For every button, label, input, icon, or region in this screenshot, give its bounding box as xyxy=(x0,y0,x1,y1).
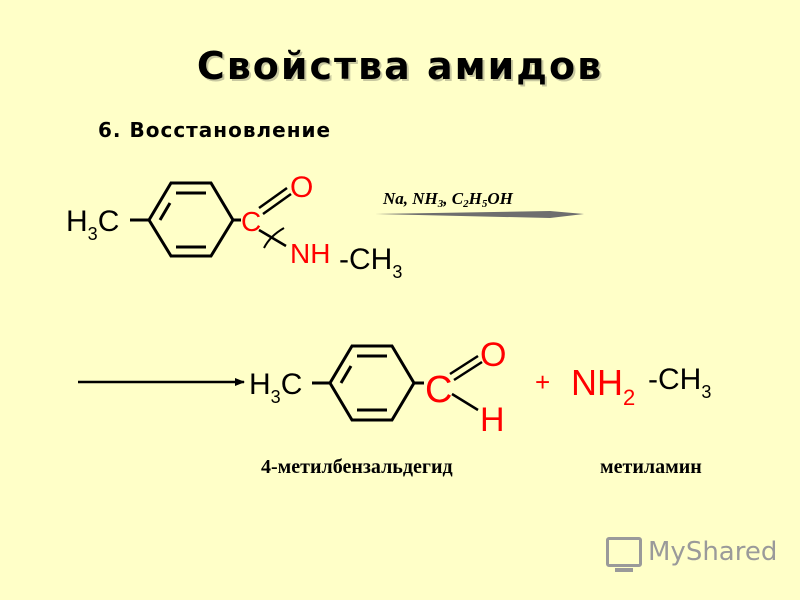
aldehyde-oxygen: O xyxy=(480,336,506,374)
reactant-nh-group: NH xyxy=(290,238,330,269)
reactant-molecule: H3C C O NH -CH3 xyxy=(66,171,402,282)
reactant-carbonyl-oxygen: O xyxy=(290,171,313,204)
watermark: MyShared xyxy=(606,537,778,572)
reactant-n-methyl: -CH3 xyxy=(339,243,402,282)
bond-cleavage-mark xyxy=(263,227,285,249)
watermark-text: MyShared xyxy=(648,537,778,567)
reagents-label: Na, NH3, C2H5OH xyxy=(382,189,514,210)
aldehyde-name: 4-метилбензальдегид xyxy=(261,456,453,478)
slide-subtitle: 6. Восстановление xyxy=(98,118,332,142)
amine-name: метиламин xyxy=(600,456,702,478)
projector-icon xyxy=(606,537,642,572)
product-aldehyde-molecule: H3C C O H xyxy=(249,336,506,439)
reaction-arrow-top xyxy=(375,211,584,218)
aldehyde-methyl-label: H3C xyxy=(249,368,302,407)
plus-sign: + xyxy=(535,367,550,397)
aldehyde-hydrogen: H xyxy=(480,401,505,439)
amine-methyl-group: -CH3 xyxy=(648,363,711,402)
amine-nh2-group: NH2 xyxy=(571,362,635,410)
slide-title: Свойства амидов xyxy=(196,44,604,88)
reactant-methyl-label: H3C xyxy=(66,205,119,244)
product-amine-molecule: NH2 -CH3 xyxy=(571,362,711,410)
reactant-carbonyl-carbon: C xyxy=(241,206,261,237)
aldehyde-carbon: C xyxy=(425,369,452,411)
